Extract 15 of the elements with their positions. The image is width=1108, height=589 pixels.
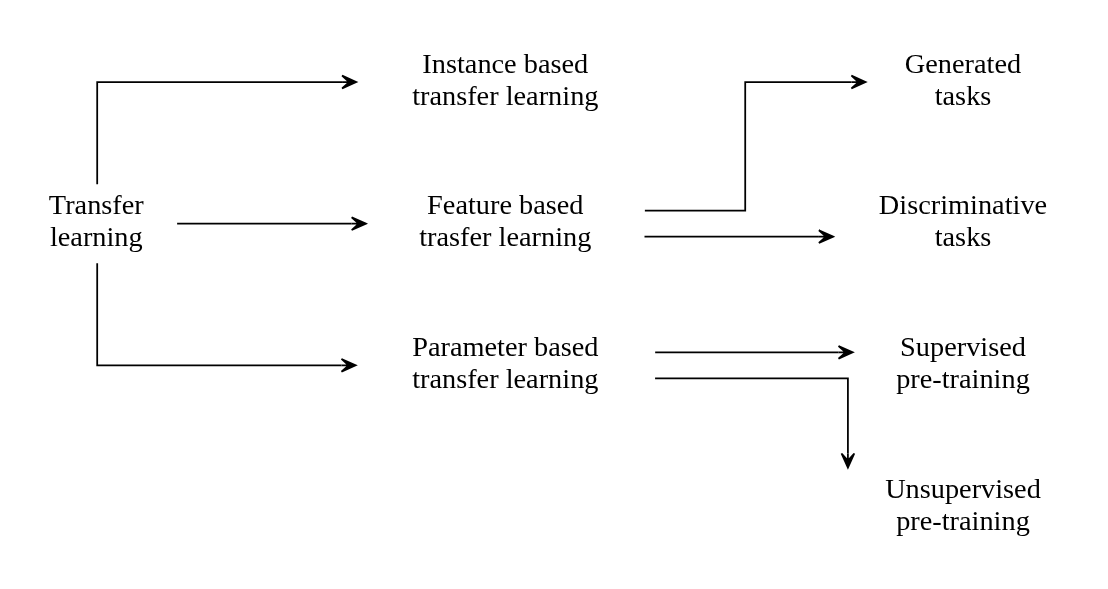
node-text: Instance based transfer learning: [412, 47, 599, 111]
arrow: [654, 377, 856, 469]
node-text: Supervised pre-training: [896, 331, 1030, 394]
arrow: [643, 229, 834, 244]
arrow: [176, 216, 367, 231]
node-text: Unsupervised pre-training: [885, 472, 1041, 536]
node-text: Parameter based transfer learning: [412, 331, 599, 394]
arrow: [96, 74, 358, 186]
arrow: [96, 262, 357, 373]
node-text: Generated tasks: [904, 47, 1022, 111]
arrow: [654, 345, 854, 360]
node-text: Transfer learning: [48, 189, 144, 253]
node-text: Feature based trasfer learning: [419, 189, 592, 253]
node-text: Discriminative tasks: [878, 189, 1048, 253]
arrow: [643, 74, 867, 212]
